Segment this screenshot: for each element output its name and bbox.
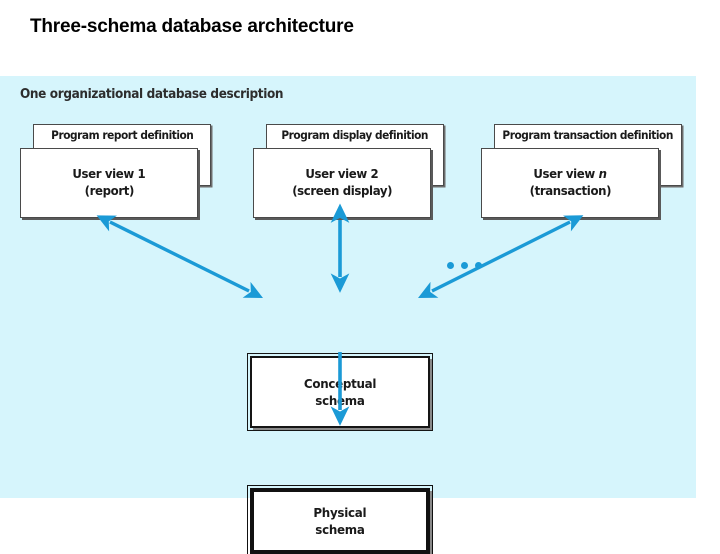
program-transaction-definition-label: Program transaction definition: [502, 128, 674, 142]
user-view-n-subtitle: (transaction): [529, 183, 611, 198]
user-view-n-title: User view n: [533, 166, 607, 183]
physical-schema-line-2: schema: [315, 522, 365, 537]
page-title: Three-schema database architecture: [30, 16, 354, 37]
figure-panel: One organizational database description …: [0, 76, 696, 554]
user-view-1-card: User view 1 (report): [20, 148, 198, 218]
user-view-2-title: User view 2: [305, 166, 379, 182]
physical-schema-line-1: Physical: [313, 504, 367, 520]
user-view-1-subtitle: (report): [84, 183, 134, 198]
user-view-n-title-prefix: User view: [533, 166, 599, 182]
program-report-definition-label: Program report definition: [50, 128, 194, 142]
ellipsis-dot-2: [461, 262, 468, 269]
physical-schema-box: Physical schema: [247, 485, 433, 554]
ellipsis-dots: [447, 262, 482, 269]
user-view-2-subtitle: (screen display): [292, 183, 392, 198]
program-display-definition-label: Program display definition: [281, 128, 429, 142]
user-view-1-title: User view 1: [72, 166, 146, 182]
user-view-n-title-italic: n: [598, 166, 607, 182]
user-view-2-card: User view 2 (screen display): [253, 148, 431, 218]
ellipsis-dot-3: [475, 262, 482, 269]
user-view-n-card: User view n (transaction): [481, 148, 659, 218]
conceptual-schema-box: Conceptual schema: [247, 353, 433, 431]
ellipsis-dot-1: [447, 262, 454, 269]
figure-caption: One organizational database description: [20, 87, 284, 102]
conceptual-schema-line-2: schema: [315, 393, 365, 408]
conceptual-schema-line-1: Conceptual: [303, 375, 377, 391]
